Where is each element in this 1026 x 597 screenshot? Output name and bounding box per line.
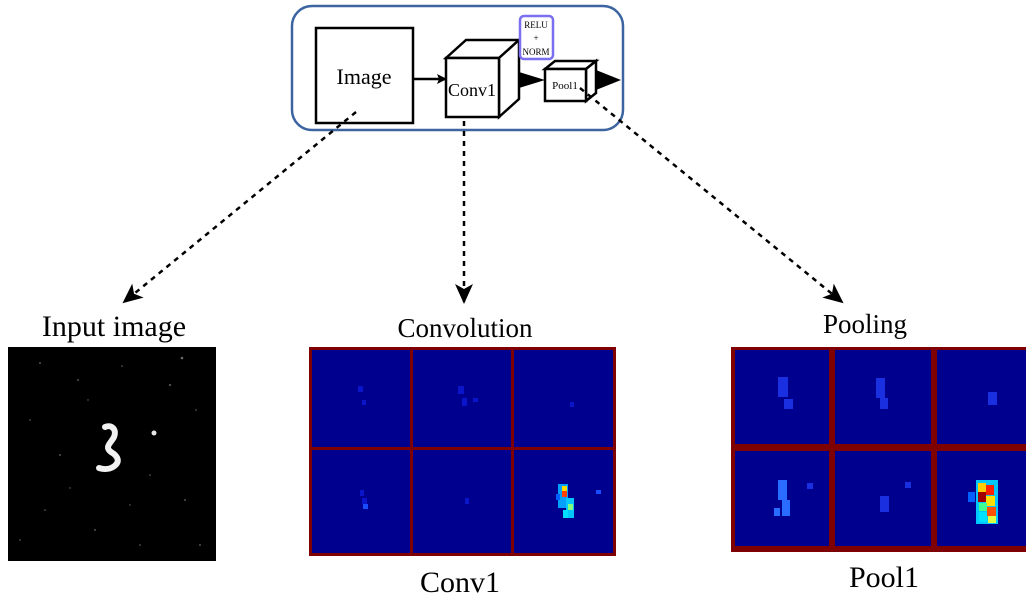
pool1-caption: Pool1 [849,561,919,594]
pool1-cube: Pool1 [541,58,600,104]
input-image-title: Input image [42,310,186,343]
conv-map-5 [413,450,511,553]
conv-map-3 [514,350,613,447]
conv1-caption: Conv1 [420,566,500,597]
conv1-cube: Conv1 [442,37,523,120]
conv1-cube-label: Conv1 [448,80,496,100]
relu-label: RELU [524,20,548,30]
input-image [8,347,216,561]
pool-to-pooling-arrow [579,87,844,304]
image-node-label: Image [337,64,392,89]
plus-label: + [533,33,538,43]
image-node [314,26,415,125]
convolution-feature-maps [309,347,616,556]
conv-map-6-activation [556,484,574,518]
pool1-cube-label: Pool1 [552,80,578,92]
pool-map-6-activation [968,480,998,524]
pool-output-arrow [596,70,621,90]
pool-map-3 [937,350,1026,444]
conv-map-4 [312,450,410,553]
pooling-title: Pooling [823,309,907,339]
pipeline-panel: Image Conv1 RELU + NORM Pool1 [290,4,625,132]
input-noise [19,356,201,546]
input-digit-stroke [96,423,121,472]
image-to-input-arrow [122,111,357,304]
convolution-title: Convolution [397,313,533,343]
pooling-feature-maps [731,347,1026,552]
relu-norm-node: RELU + NORM [518,14,555,61]
pipeline-border [290,4,625,132]
conv-to-pool-arrow [519,72,545,88]
norm-label: NORM [522,47,549,57]
conv-map-1 [312,350,410,447]
